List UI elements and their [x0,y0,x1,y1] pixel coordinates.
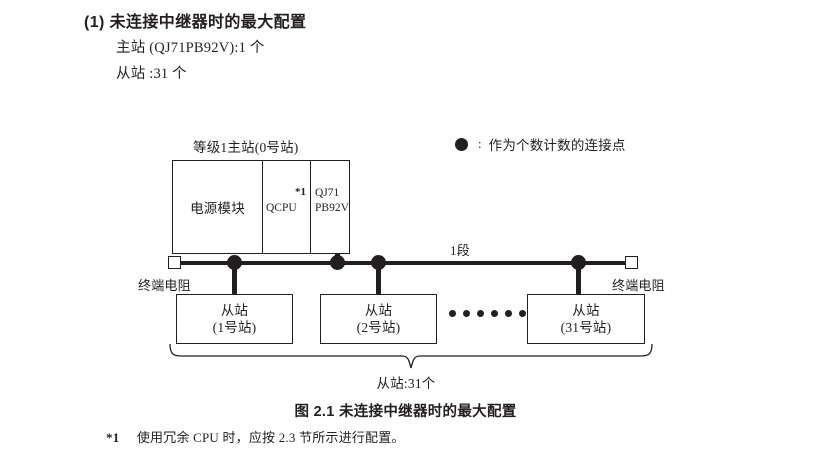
slave-station-box: 从站 (1号站) [176,294,293,344]
network-bus-line [176,261,626,265]
terminator-right-icon [625,256,638,269]
slave-name: 从站 [572,303,600,318]
slave-name: 从站 [364,303,393,318]
slave-station-number: (2号站) [356,320,401,335]
slave-2-drop-line [376,262,381,295]
slave-station-number: (31号站) [560,320,612,335]
brace-svg [169,343,653,369]
filled-circle-icon [455,137,468,151]
master-rack: 电源模块 *1 QCPU QJ71 PB92V [172,160,350,254]
rack-slot-qj71pb92v: QJ71 PB92V [311,161,349,253]
slave-group-brace [168,343,654,370]
segment-label: 1段 [450,243,470,258]
page-title: (1) 未连接中继器时的最大配置 [84,14,307,31]
legend: : 作为个数计数的连接点 [455,134,626,154]
slave-group-label: 从站:31个 [0,372,821,392]
footnote-marker: *1 [106,430,120,445]
footnote-text: 使用冗余 CPU 时，应按 2.3 节所示进行配置。 [136,430,405,445]
terminator-left-label: 终端电阻 [138,278,191,293]
ellipsis-dot [463,310,470,317]
legend-label: 作为个数计数的连接点 [488,138,626,153]
heading-master-count: 主站 (QJ71PB92V):1 个 [116,40,265,56]
master-station-caption: 等级1主站(0号站) [193,140,299,155]
ellipsis-dot [505,310,512,317]
figure-caption-text: 图 2.1 未连接中继器时的最大配置 [294,404,517,420]
slave-station-box: 从站 (31号站) [527,294,645,344]
connection-point-dot [330,255,345,270]
qj71pb92v-label-line2: PB92V [315,202,349,214]
ellipsis-dots [449,310,526,317]
rack-slot-qcpu: *1 QCPU [263,161,311,253]
terminator-right-label: 终端电阻 [612,278,665,293]
footnote: *1 使用冗余 CPU 时，应按 2.3 节所示进行配置。 [106,427,405,446]
legend-colon: : [478,136,482,151]
terminator-left-icon [168,256,181,269]
heading-slave-count: 从站 :31 个 [116,66,187,82]
ellipsis-dot [477,310,484,317]
slave-station-box: 从站 (2号站) [320,294,437,344]
qcpu-footnote-marker: *1 [295,186,306,198]
slave-31-drop-line [576,262,581,295]
slave-group-label-text: 从站:31个 [376,376,436,391]
qcpu-label: QCPU [266,202,297,214]
rack-slot-power-supply: 电源模块 [173,161,263,253]
ellipsis-dot [519,310,526,317]
qj71pb92v-label-line1: QJ71 [315,187,340,199]
slave-station-number: (1号站) [212,320,257,335]
ellipsis-dot [449,310,456,317]
power-supply-label: 电源模块 [190,201,245,216]
slave-name: 从站 [220,303,249,318]
ellipsis-dot [491,310,498,317]
figure-caption: 图 2.1 未连接中继器时的最大配置 [0,400,821,421]
slave-1-drop-line [232,262,237,295]
